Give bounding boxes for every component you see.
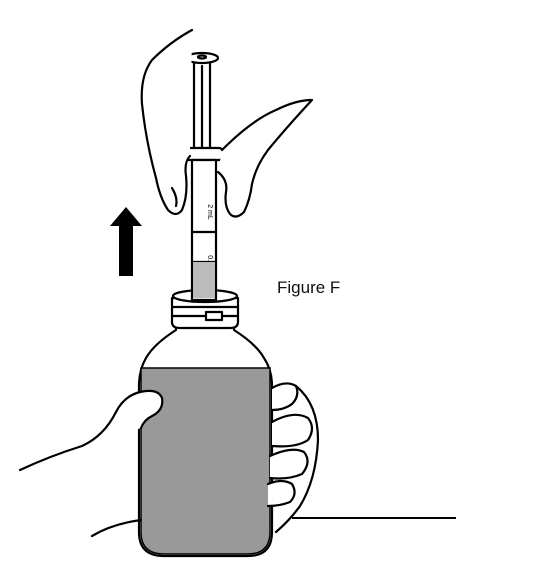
right-hand-palm bbox=[274, 384, 320, 534]
right-hand-finger-1 bbox=[270, 382, 299, 412]
syringe-mark-upper: 2 mL bbox=[206, 204, 213, 220]
up-arrow-icon bbox=[110, 207, 142, 276]
right-hand-finger-3 bbox=[268, 448, 309, 480]
upper-hand-thumb bbox=[216, 98, 314, 218]
upper-hand bbox=[140, 28, 194, 216]
left-hand bbox=[18, 389, 164, 472]
bottle-liquid bbox=[140, 367, 271, 555]
left-hand-lower bbox=[90, 518, 143, 538]
cap-notch bbox=[204, 310, 224, 322]
figure-caption: Figure F bbox=[277, 278, 341, 297]
syringe-flange bbox=[183, 146, 225, 162]
right-hand-finger-2 bbox=[270, 413, 314, 448]
syringe-medication bbox=[193, 262, 215, 298]
right-hand-finger-4 bbox=[266, 479, 296, 508]
